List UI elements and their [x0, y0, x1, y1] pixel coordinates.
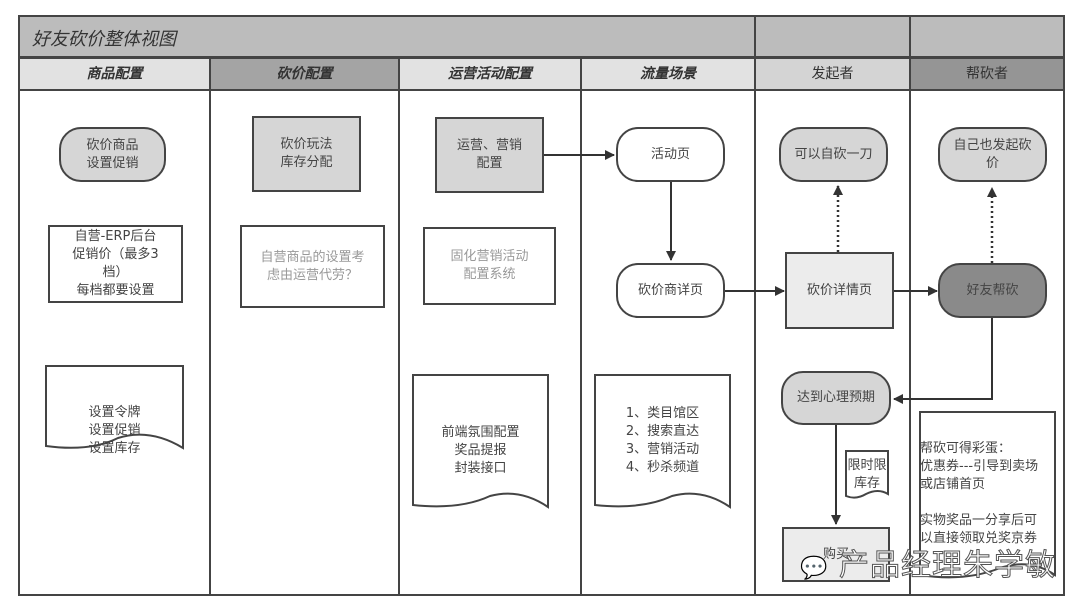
- doc-shape-limited: [845, 450, 889, 499]
- doc-shape-ops: [412, 374, 549, 509]
- node-erp-backend: 自营-ERP后台 促销价（最多3 档） 每档都要设置: [48, 225, 183, 303]
- doc-shape-traffic: [594, 374, 731, 509]
- doc-ops-text: 前端氛围配置 奖品提报 封装接口: [441, 425, 520, 476]
- node-fixed-marketing-system: 固化营销活动 配置系统: [423, 227, 556, 305]
- lane-header-bargain: 砍价配置: [209, 57, 400, 91]
- lane-header-initiator: 发起者: [754, 57, 911, 91]
- doc-traffic-text: 1、类目馆区 2、搜索直达 3、营销活动 4、秒杀频道: [625, 406, 700, 475]
- diagram-title-bar: 好友砍价整体视图: [18, 15, 756, 58]
- lane-header-product: 商品配置: [18, 57, 211, 91]
- wechat-icon: 💬: [800, 556, 829, 581]
- doc-product-text: 设置令牌 设置促销 设置库存: [88, 405, 141, 456]
- node-friend-help-bargain: 好友帮砍: [938, 263, 1047, 318]
- node-bargain-goods-promo: 砍价商品 设置促销: [59, 127, 166, 182]
- node-self-goods-question: 自营商品的设置考 虑由运营代劳？: [240, 225, 385, 308]
- watermark-text: 产品经理朱学敏: [838, 548, 1056, 584]
- node-ops-marketing-config: 运营、营销 配置: [435, 117, 544, 193]
- watermark: 💬 产品经理朱学敏: [800, 540, 1056, 584]
- title-bar-cell: [909, 15, 1065, 58]
- edge-friend-to-reach: [893, 317, 993, 404]
- lane-header-traffic: 流量场景: [580, 57, 756, 91]
- node-reach-expectation: 达到心理预期: [781, 371, 891, 425]
- diagram-title: 好友砍价整体视图: [32, 29, 176, 50]
- node-bargain-detail-page: 砍价商详页: [616, 263, 725, 318]
- node-self-bargain-once: 可以自砍一刀: [779, 127, 888, 182]
- lane-header-ops: 运营活动配置: [398, 57, 582, 91]
- node-purchase: 购买: [782, 527, 890, 582]
- node-initiate-own-bargain: 自己也发起砍 价: [938, 127, 1047, 182]
- doc-helper-reward-text: 帮砍可得彩蛋： 优惠券---引导到卖场 或店铺首页 实物奖品一分享后可 以直接领…: [920, 441, 1039, 546]
- node-bargain-play-stock: 砍价玩法 库存分配: [252, 116, 361, 192]
- lane-helper: [909, 90, 1065, 596]
- node-activity-page: 活动页: [616, 127, 725, 182]
- doc-shape-product: [45, 365, 184, 450]
- lane-header-helper: 帮砍者: [909, 57, 1065, 91]
- doc-shape-helper-reward: [919, 411, 1056, 579]
- node-bargain-details: 砍价详情页: [785, 252, 894, 329]
- doc-limited-text: 限时限 库存: [847, 458, 887, 491]
